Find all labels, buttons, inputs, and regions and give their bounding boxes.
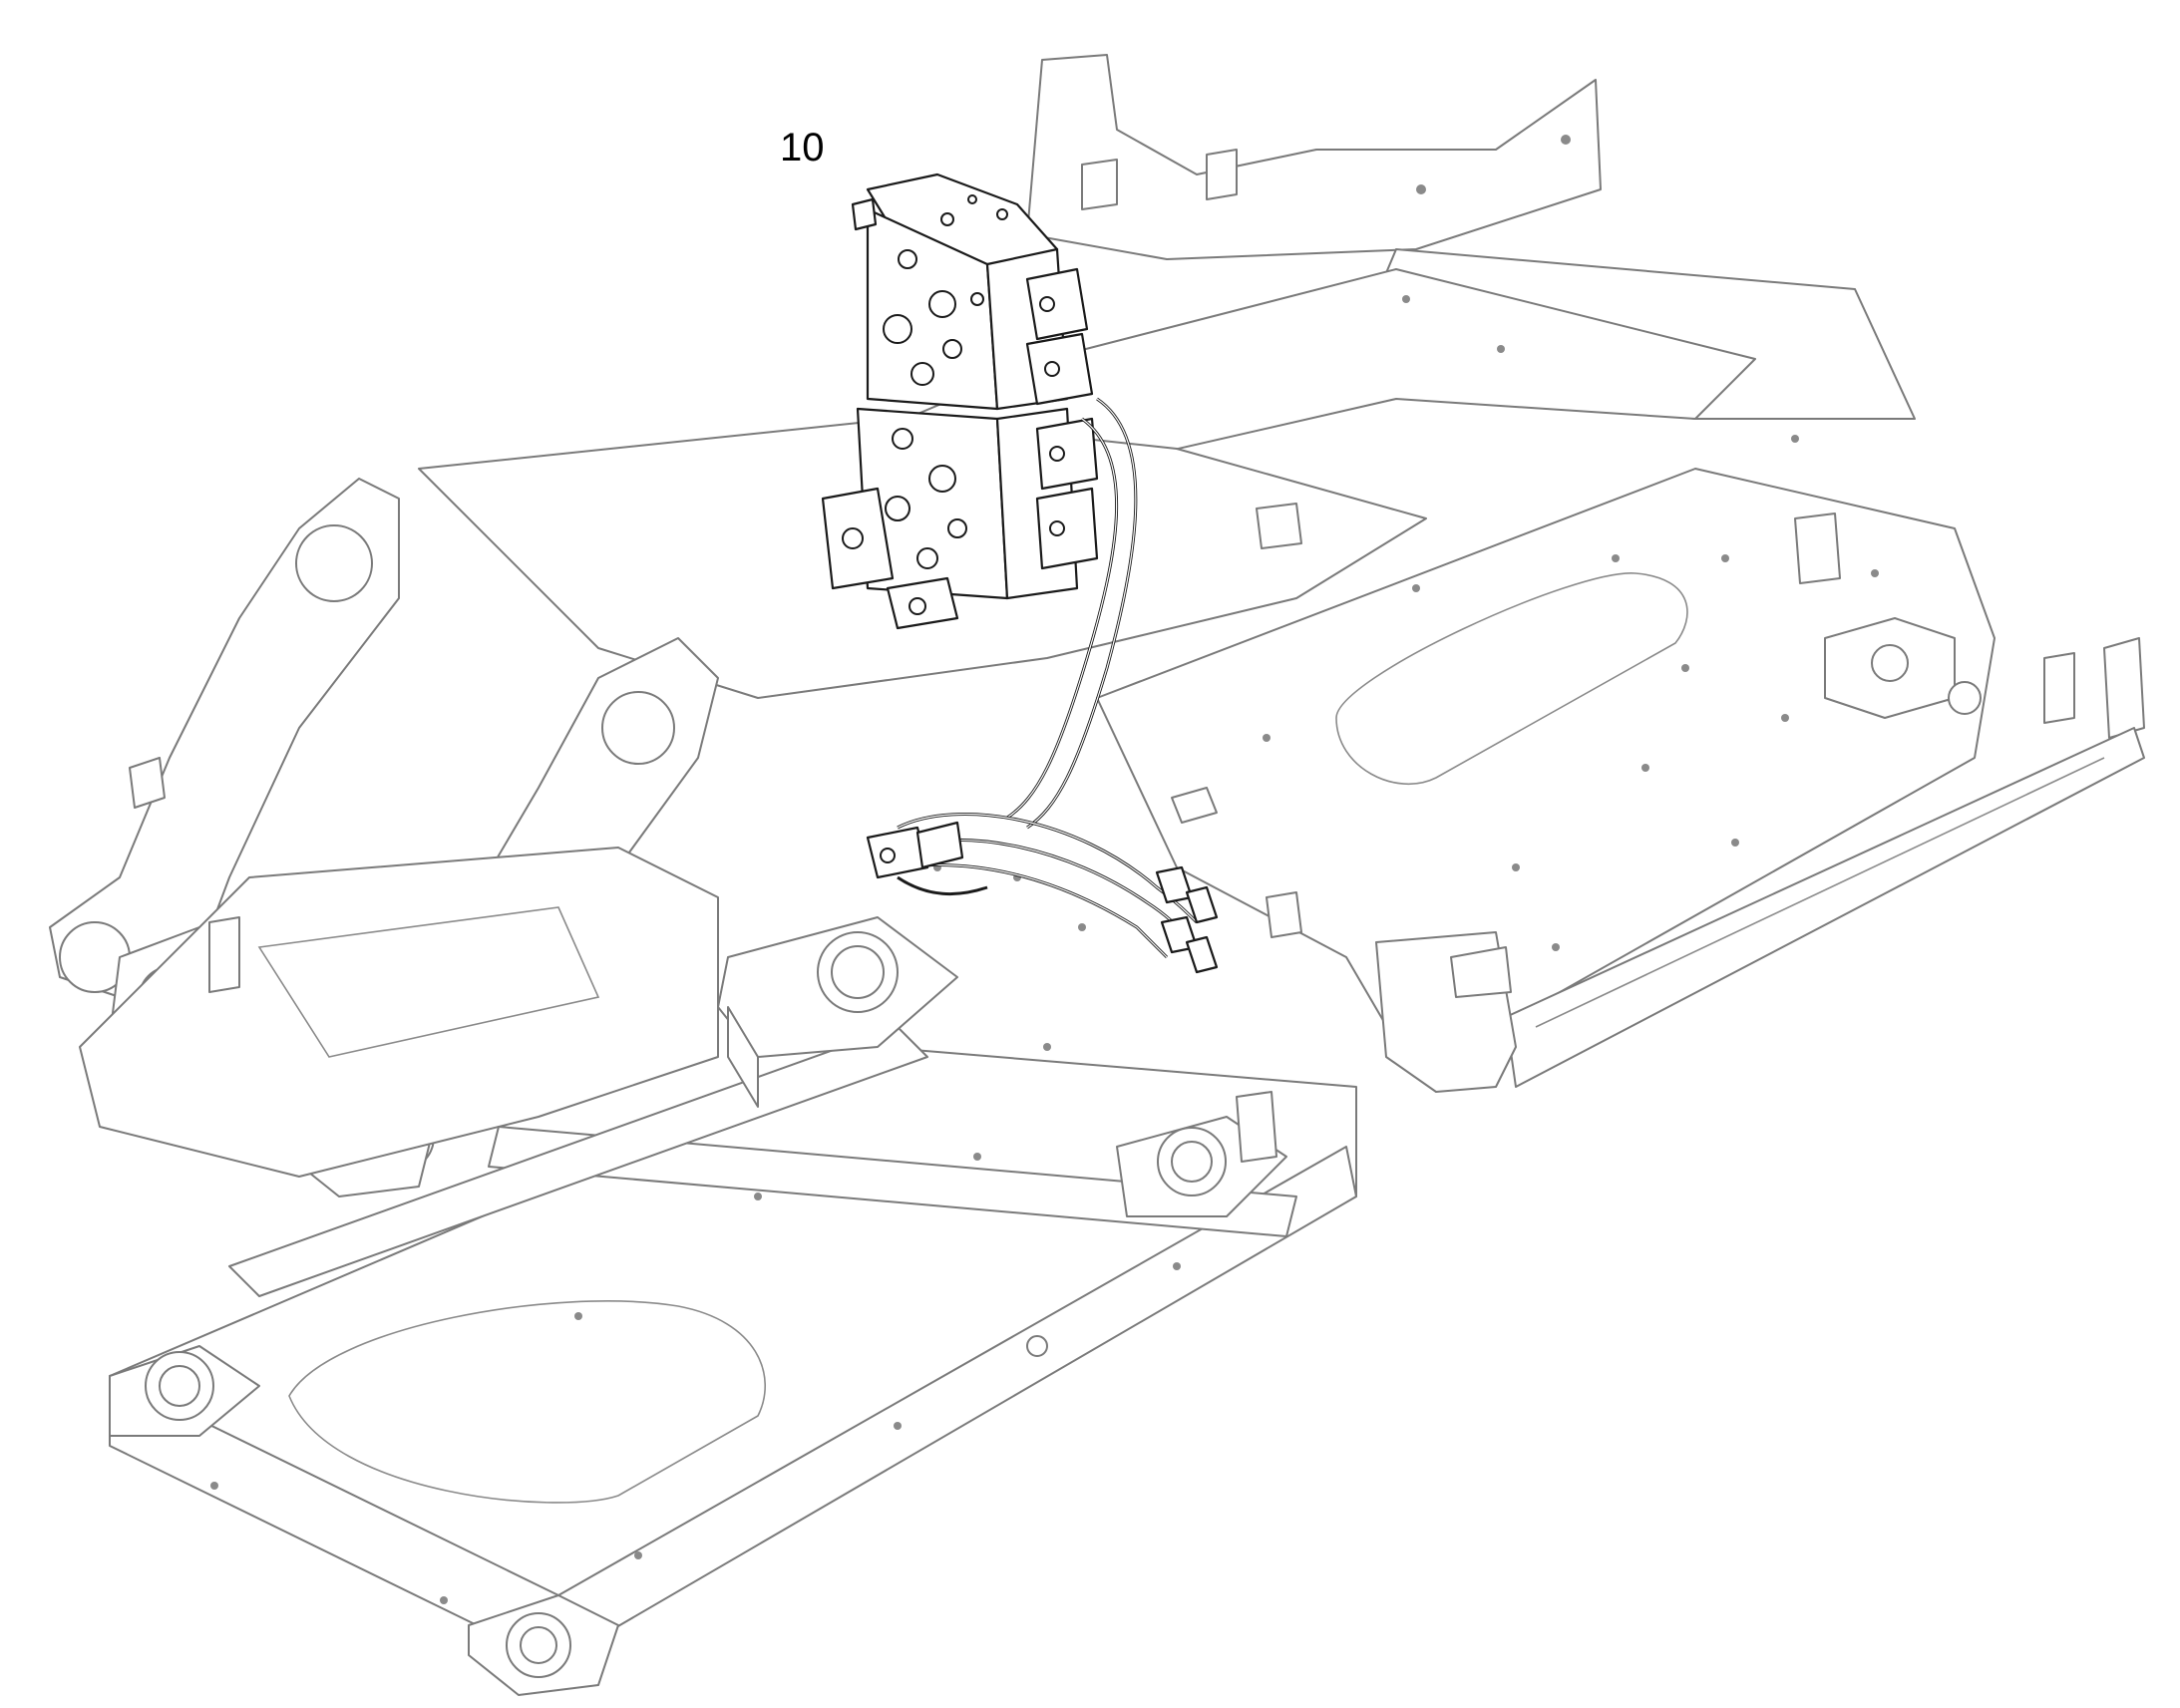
hose-fitting-block[interactable] [866,821,1219,974]
part-callout-10: 10 [780,126,825,170]
boom-mount-brackets [49,478,719,1197]
front-frame [109,863,1357,1696]
control-valve-assembly[interactable] [821,172,1099,630]
